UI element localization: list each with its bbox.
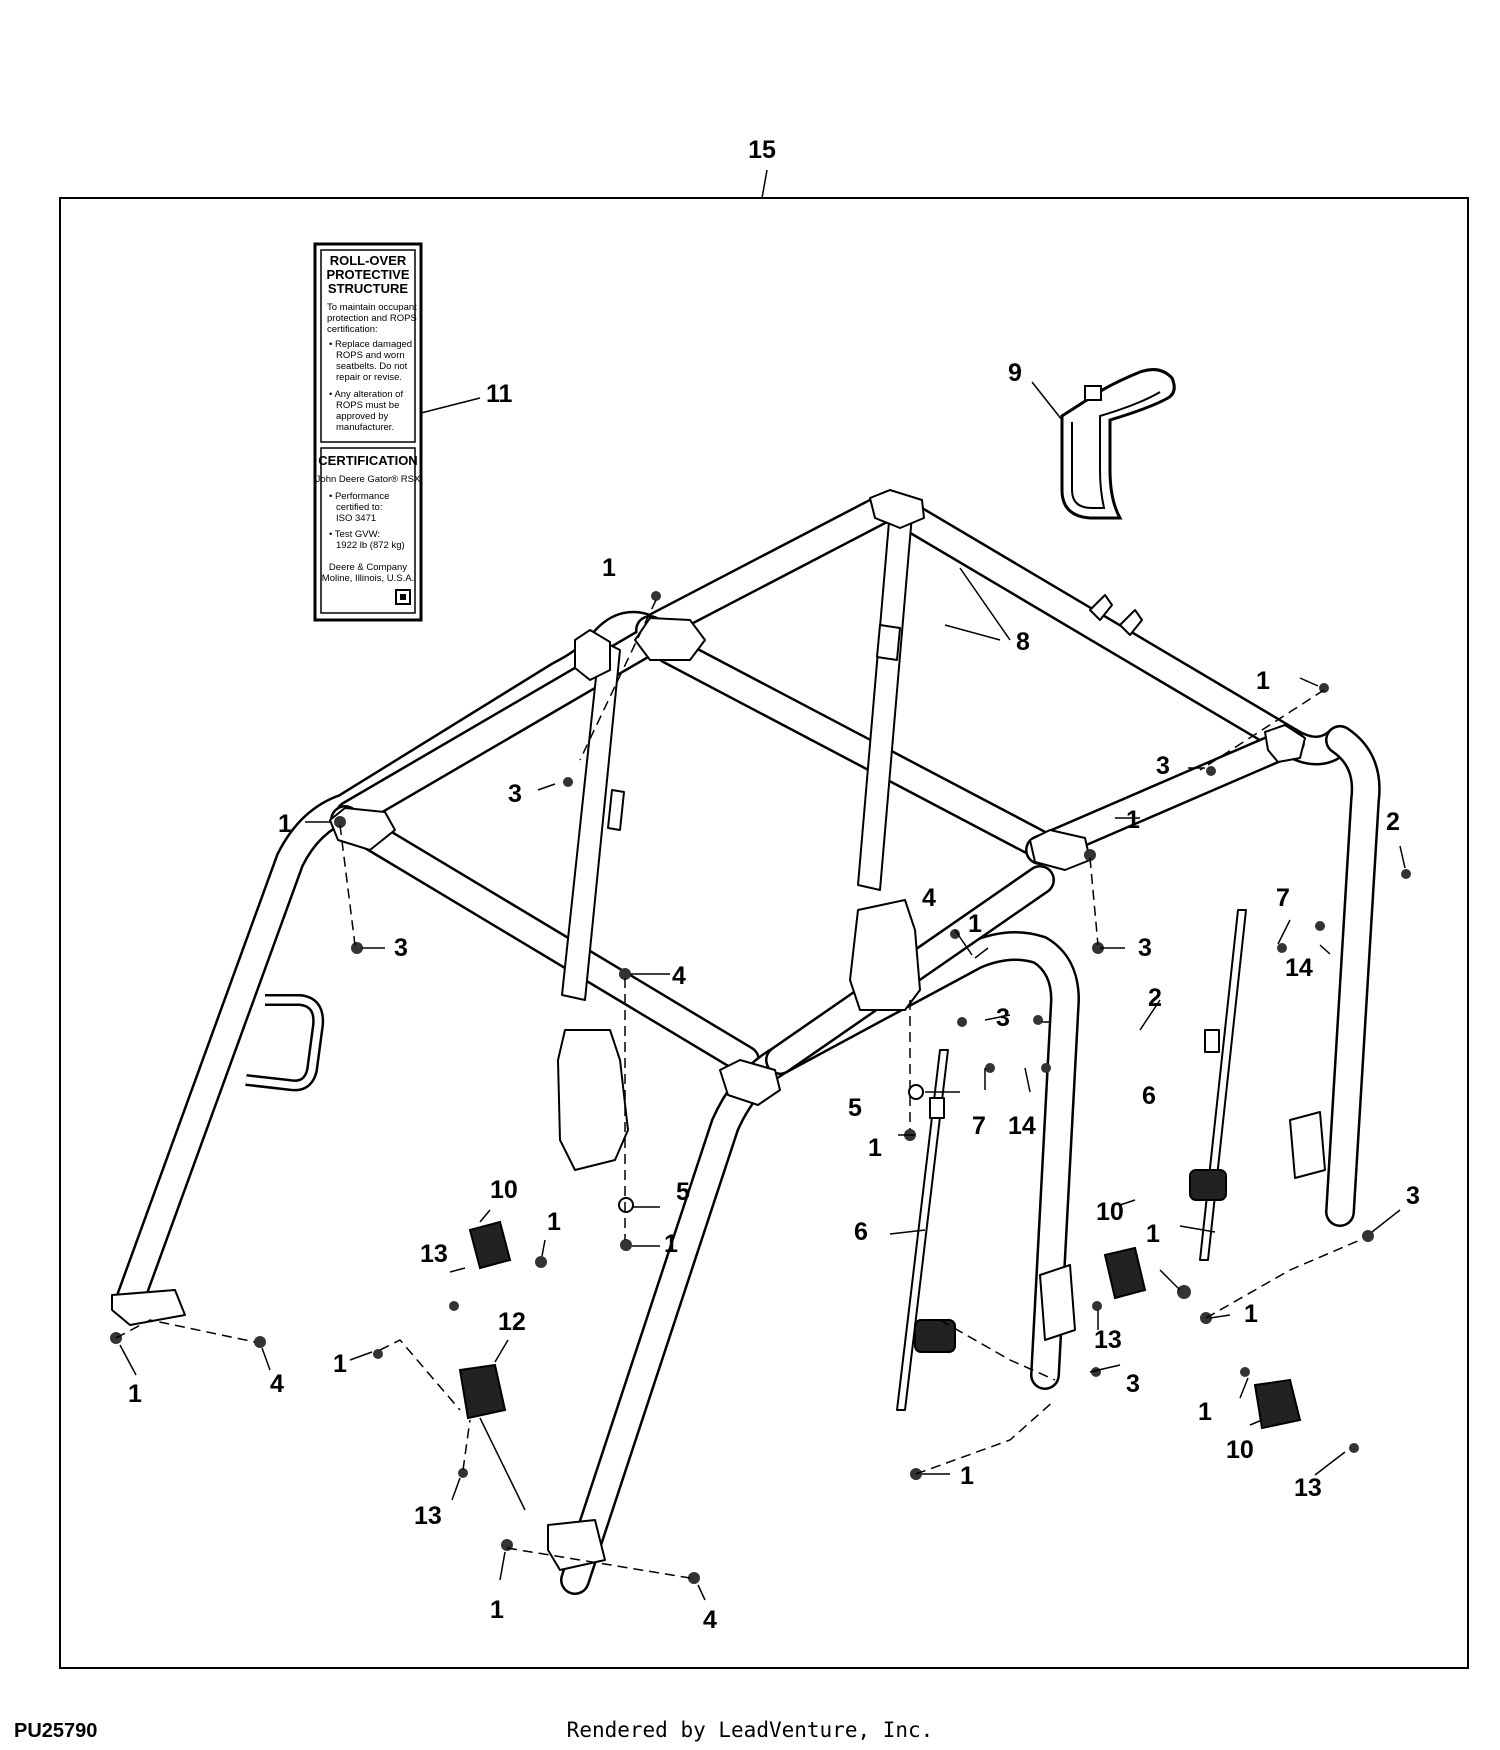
callout-10[interactable]: 10: [1226, 1436, 1254, 1464]
rops-decal[interactable]: ROLL-OVER PROTECTIVE STRUCTURE To mainta…: [313, 242, 423, 622]
rops-body-6: seatbelts. Do not: [336, 361, 408, 372]
callout-1[interactable]: 1: [968, 910, 982, 938]
callout-3[interactable]: 3: [1406, 1182, 1420, 1210]
cert-body-3: certified to:: [336, 502, 382, 513]
cert-body-4: ISO 3471: [336, 513, 376, 524]
callout-1[interactable]: 1: [1126, 806, 1140, 834]
rops-body-10: approved by: [336, 411, 389, 422]
callout-14[interactable]: 14: [1008, 1112, 1036, 1140]
rear-mount-brackets[interactable]: [111, 899, 921, 1571]
callout-14[interactable]: 14: [1285, 954, 1313, 982]
cert-body-5: • Test GVW:: [329, 529, 380, 540]
callout-leaders: [119, 567, 1406, 1601]
callout-13[interactable]: 13: [1094, 1326, 1122, 1354]
callout-1[interactable]: 1: [1256, 667, 1270, 695]
rops-body-11: manufacturer.: [336, 422, 394, 433]
callout-2[interactable]: 2: [1386, 808, 1400, 836]
callout-5[interactable]: 5: [848, 1094, 862, 1122]
rendered-by-credit: Rendered by LeadVenture, Inc.: [566, 1718, 934, 1742]
callout-9[interactable]: 9: [1008, 359, 1022, 387]
callout-6[interactable]: 6: [1142, 1082, 1156, 1110]
qr-code-icon: [395, 589, 411, 605]
seat-buckles[interactable]: [458, 1220, 1302, 1511]
callout-1[interactable]: 1: [868, 1134, 882, 1162]
callout-1[interactable]: 1: [1244, 1300, 1258, 1328]
callout-1[interactable]: 1: [602, 554, 616, 582]
callout-2[interactable]: 2: [1148, 984, 1162, 1012]
callout-4[interactable]: 4: [270, 1370, 284, 1398]
callout-4[interactable]: 4: [922, 884, 936, 912]
handle-leader-9: [1031, 381, 1063, 421]
rops-body-4: • Replace damaged: [329, 339, 412, 350]
callout-1[interactable]: 1: [333, 1350, 347, 1378]
callout-15[interactable]: 15: [748, 136, 776, 164]
callout-1[interactable]: 1: [490, 1596, 504, 1624]
callout-10[interactable]: 10: [1096, 1198, 1124, 1226]
rops-body-3: certification:: [327, 324, 378, 335]
callout-1[interactable]: 1: [278, 810, 292, 838]
hardware-fasteners: [110, 591, 1411, 1584]
callout-1[interactable]: 1: [664, 1230, 678, 1258]
rops-heading-3: STRUCTURE: [328, 281, 408, 296]
callout-6[interactable]: 6: [854, 1218, 868, 1246]
rops-heading-1: ROLL-OVER: [330, 253, 407, 268]
decal-leader-11: [420, 397, 481, 414]
rops-body-1: To maintain occupant: [327, 302, 417, 313]
cert-body-7: Deere & Company: [329, 562, 407, 573]
rops-heading-2: PROTECTIVE: [326, 267, 409, 282]
rear-grab-bar[interactable]: [245, 994, 325, 1092]
callout-1[interactable]: 1: [1198, 1398, 1212, 1426]
callout-4[interactable]: 4: [703, 1606, 717, 1634]
callout-1[interactable]: 1: [128, 1380, 142, 1408]
callout-3[interactable]: 3: [1138, 934, 1152, 962]
rops-body-9: ROPS must be: [336, 400, 399, 411]
callout-7[interactable]: 7: [1276, 884, 1290, 912]
callout-13[interactable]: 13: [414, 1502, 442, 1530]
callout-7[interactable]: 7: [972, 1112, 986, 1140]
callout-3[interactable]: 3: [508, 780, 522, 808]
callout-1[interactable]: 1: [1146, 1220, 1160, 1248]
callout-13[interactable]: 13: [420, 1240, 448, 1268]
cert-heading: CERTIFICATION: [318, 453, 417, 468]
callout-1[interactable]: 1: [547, 1208, 561, 1236]
callout-5[interactable]: 5: [676, 1178, 690, 1206]
assembly-dash-lines: [115, 599, 1361, 1579]
cert-body-8: Moline, Illinois, U.S.A.: [322, 573, 414, 584]
callout-3[interactable]: 3: [394, 934, 408, 962]
callout-10[interactable]: 10: [490, 1176, 518, 1204]
grab-handle[interactable]: [1060, 368, 1176, 520]
callout-4[interactable]: 4: [672, 962, 686, 990]
diagram-id: PU25790: [14, 1720, 98, 1742]
callout-13[interactable]: 13: [1294, 1474, 1322, 1502]
diagram-frame: [59, 197, 1469, 1669]
frame-leader-15: [761, 169, 768, 199]
callout-3[interactable]: 3: [1126, 1370, 1140, 1398]
callout-3[interactable]: 3: [996, 1004, 1010, 1032]
callout-11[interactable]: 11: [486, 380, 513, 408]
callout-3[interactable]: 3: [1156, 752, 1170, 780]
rops-body-7: repair or revise.: [336, 372, 402, 383]
rops-body-5: ROPS and worn: [336, 350, 405, 361]
callout-1[interactable]: 1: [960, 1462, 974, 1490]
rops-body-8: • Any alteration of: [329, 389, 403, 400]
rops-body-2: protection and ROPS: [327, 313, 417, 324]
callout-12[interactable]: 12: [498, 1308, 526, 1336]
cert-body-1: John Deere Gator® RSX: [316, 474, 421, 485]
callout-8[interactable]: 8: [1016, 628, 1030, 656]
cert-body-2: • Performance: [329, 491, 389, 502]
cert-body-6: 1922 lb (872 kg): [336, 540, 405, 551]
